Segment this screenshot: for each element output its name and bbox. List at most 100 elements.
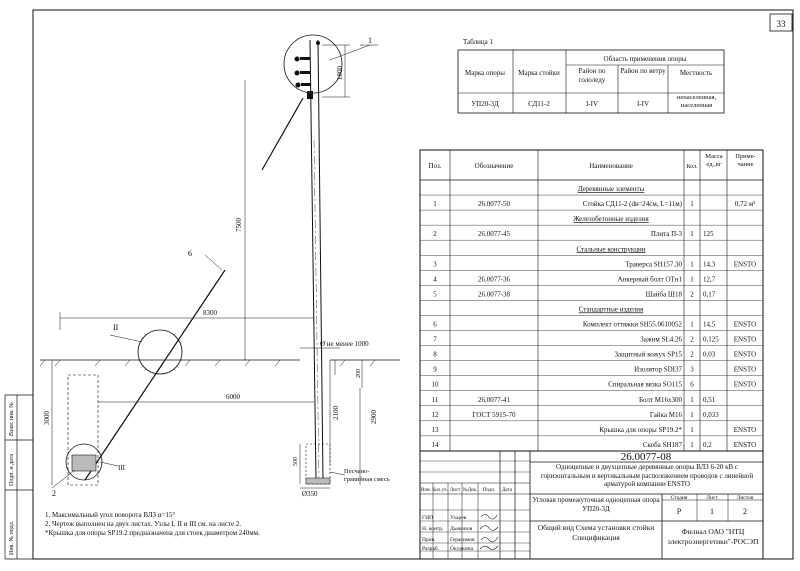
spec-qty: 1 [690, 396, 694, 404]
callout-ii: II [113, 323, 119, 332]
spec-designation: ГОСТ 5915-70 [472, 411, 516, 419]
tb-role-3: Разраб. [422, 545, 440, 552]
spec-pos: 7 [433, 336, 437, 344]
spec-note: ENSTO [734, 426, 756, 434]
tb-role-2: Пров. [422, 537, 436, 543]
tb-h-podp: Подп. [483, 488, 495, 493]
table1: Таблица 1 Марка опоры Марка стойки Облас… [457, 38, 725, 114]
spec-name: Плита П-3 [651, 230, 683, 238]
spec-mass: 125 [703, 230, 714, 238]
tb-description: Одноцепные и двухцепные деревянные опоры… [540, 463, 754, 488]
signature-0 [480, 514, 498, 520]
ground-hatch [39, 359, 376, 367]
spec-name: Траверса SH157.30 [625, 260, 682, 268]
spec-note: ENSTO [734, 366, 756, 374]
spec-h-name: Наименование [589, 162, 633, 170]
spec-pos: 11 [432, 396, 439, 404]
t1-h-ice: Район по гололеду [578, 67, 606, 84]
left-strip: Инв. № подл. Подп. и дата Взам. инв. № [4, 394, 33, 560]
node-iii-circle [65, 443, 103, 481]
spec-name: Деревянные элементы [578, 185, 645, 193]
spec-pos: 4 [433, 275, 437, 283]
spec-mass: 0,03 [703, 351, 716, 359]
spec-name: Стойка СД11-2 (dв=24см, L=11м) [583, 200, 683, 208]
spec-designation: 26.0077-41 [478, 396, 511, 404]
tb-name-2: Герасимов [450, 537, 475, 543]
spec-name: Железобетонные изделия [573, 215, 649, 223]
spec-designation: 26.0077-38 [478, 290, 511, 298]
callout-iii: III [118, 464, 126, 472]
spec-qty: 2 [690, 351, 694, 359]
spec-pos: 13 [432, 426, 440, 434]
spec-table: Поз. Обозначение Наименование Кол. Масса… [419, 149, 764, 452]
spec-name: Гайка М16 [650, 411, 683, 419]
spec-qty: 6 [690, 381, 694, 389]
pole-left-edge [309, 39, 317, 481]
spec-note: ENSTO [734, 351, 756, 359]
tb-code: 26.0077-08 [621, 451, 672, 463]
tb-name-0: Ухарев [450, 515, 467, 521]
tb-object-name: Угловая промежуточная одноцепная опора У… [532, 496, 660, 513]
tb-sheet: 1 [710, 507, 714, 516]
spec-name: Анкерный болт ОТн1 [618, 275, 683, 283]
strip-label-replace: Взам. инв. № [9, 402, 15, 436]
callout-1: 1 [368, 36, 372, 45]
spec-h-mass: Масса ед.,кг [705, 153, 723, 168]
spec-qty: 1 [690, 441, 694, 449]
spec-name: Шайба Ш18 [646, 290, 683, 298]
spec-name: Изолятор SDI37 [634, 366, 682, 374]
node-ii-circle [137, 329, 183, 375]
spec-name: Стандартные изделия [579, 305, 644, 313]
t1-h-terrain: Местность [680, 69, 712, 77]
tb-name-3: Окуркина [450, 546, 474, 552]
guy-wire [84, 269, 226, 481]
note-3: *Крышка для опоры SP19.2 предназначена д… [45, 529, 260, 537]
spec-qty: 1 [690, 260, 694, 268]
t1-h-pole: Марка опоры [465, 69, 505, 77]
spec-pos: 10 [432, 381, 440, 389]
pole-axis [313, 139, 320, 481]
spec-qty: 1 [690, 230, 694, 238]
tb-h-izm: Изм. [421, 488, 431, 493]
spec-name: Стальные конструкции [577, 245, 646, 253]
spec-mass: 0,033 [703, 411, 719, 419]
spec-h-note: Приме-чание [735, 153, 756, 168]
tb-h-ndoc: №Док. [463, 487, 477, 493]
t1-h-area: Область применения опоры [604, 55, 687, 63]
spec-note: ENSTO [734, 441, 756, 449]
tb-h-koluch: Кол.уч. [432, 488, 448, 493]
tb-sheet-label: Лист [706, 495, 718, 501]
soil-label: Песчано-гравийная смесь [344, 468, 390, 483]
title-block: Изм. Кол.уч. Лист №Док. Подп. Дата ГИП У… [419, 450, 764, 560]
pole-right-edge [317, 39, 324, 481]
t1-post: СД11-2 [528, 100, 550, 108]
dim-6000: 6000 [226, 393, 241, 401]
spec-name: Защитный кожух SP15 [615, 351, 683, 359]
pole-drawing: 1800 1 7500 6 8300 II Ø не [39, 34, 400, 498]
strip-label-sign: Подп. и дата [9, 454, 15, 486]
spec-mass: 0,51 [703, 396, 716, 404]
dim-1000: Ø не менее 1000 [320, 340, 369, 348]
anchor-pit [67, 374, 99, 486]
tb-sheets: 2 [743, 507, 747, 516]
tb-org: Филиал ОАО "НТЦ электроэнергетики"-РОСЭП [667, 527, 759, 546]
node-i-circle [283, 34, 343, 94]
notes: 1. Максимальный угол поворота ВЛЗ α=15° … [45, 511, 260, 537]
t1-ice: I-IV [586, 100, 598, 108]
tb-role-1: Н. контр. [422, 526, 444, 532]
spec-mass: 0,2 [703, 441, 712, 449]
sheet-number: 33 [777, 19, 787, 29]
spec-pos: 1 [433, 200, 437, 208]
spec-name: Крышка для опоры SP19.2* [599, 426, 682, 434]
note-2: 2. Чертеж выполнен на двух листах. Узлы … [45, 520, 241, 528]
spec-qty: 3 [690, 366, 694, 374]
tb-h-list: Лист [450, 488, 461, 493]
spec-pos: 14 [432, 441, 440, 449]
table1-title: Таблица 1 [463, 38, 493, 46]
tb-h-date: Дата [502, 488, 513, 493]
tb-stage: Р [677, 507, 682, 516]
tb-drawing-title: Общий вид Схема установки стойки Специфи… [537, 523, 655, 542]
sheet-number-box [769, 13, 793, 32]
